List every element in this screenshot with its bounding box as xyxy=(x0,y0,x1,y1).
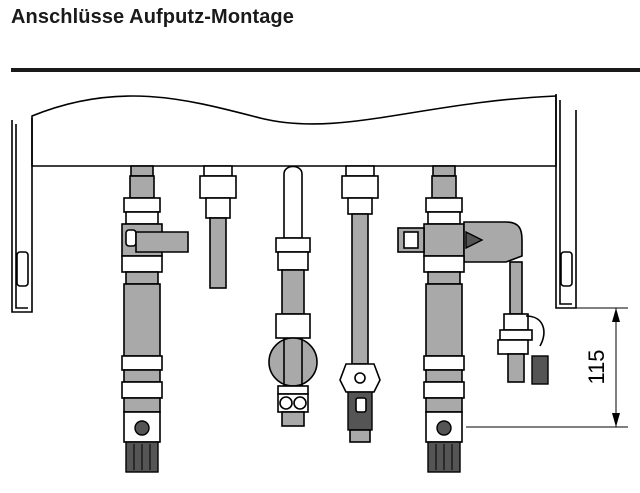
title-rule xyxy=(11,68,640,72)
dimension-115: 115 xyxy=(466,307,628,428)
connection-5 xyxy=(397,165,549,473)
connection-3 xyxy=(268,165,318,427)
connection-4 xyxy=(339,165,381,443)
boiler-housing xyxy=(11,94,577,313)
connection-1 xyxy=(121,165,189,473)
connection-2 xyxy=(199,165,237,289)
page-title: Anschlüsse Aufputz-Montage xyxy=(11,6,294,28)
connection-diagram: 115 xyxy=(11,94,628,473)
dimension-label: 115 xyxy=(584,349,609,384)
